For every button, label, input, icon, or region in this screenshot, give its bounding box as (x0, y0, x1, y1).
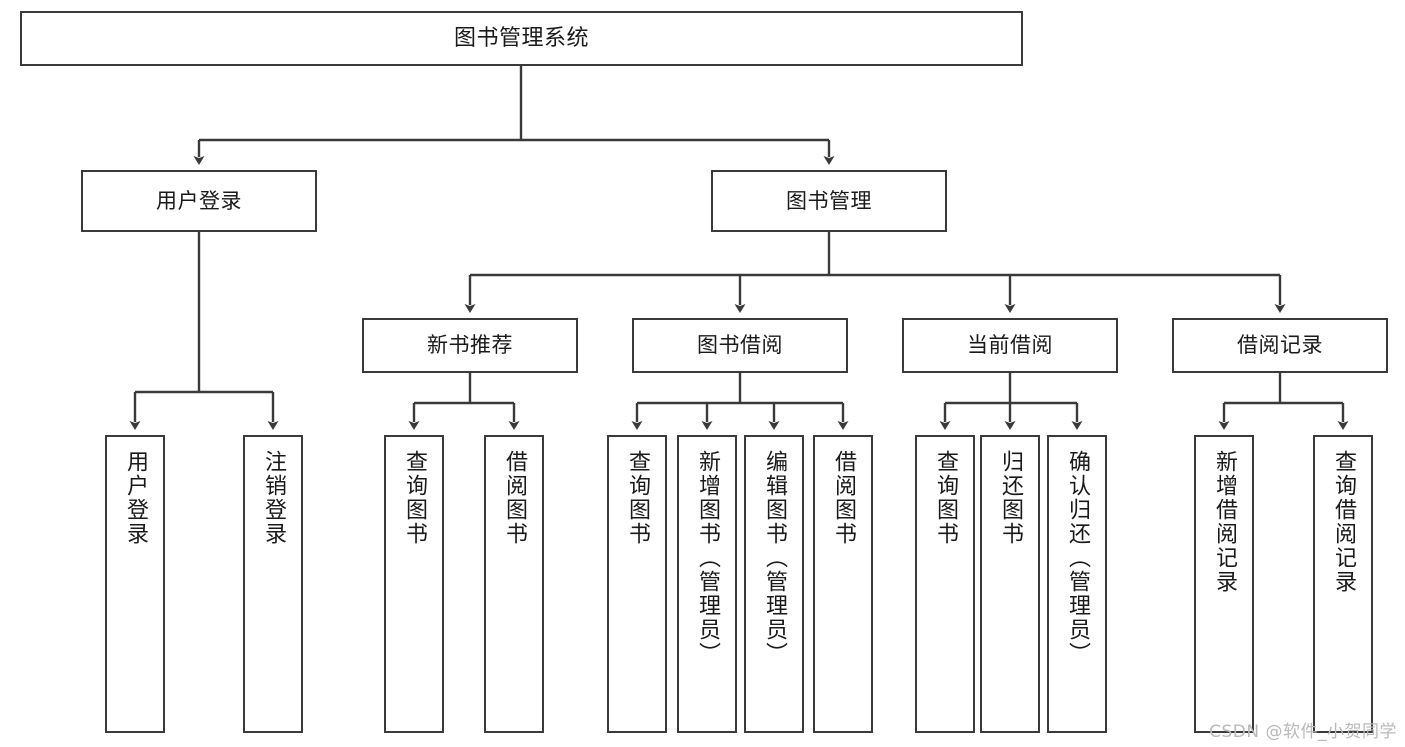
leaf-query-book-3-label: 查询图书 (933, 450, 958, 546)
leaf-borrow-book-1-label: 借阅图书 (502, 450, 527, 546)
leaf-query-book-3[interactable]: 查询图书 (915, 435, 975, 733)
node-user-login[interactable]: 用户登录 (81, 170, 317, 232)
leaf-add-book-label: 新增图书（管理员） (695, 450, 720, 666)
leaf-user-login[interactable]: 用户登录 (105, 435, 165, 733)
node-book-manage-label: 图书管理 (786, 188, 872, 213)
node-current-borrow[interactable]: 当前借阅 (902, 318, 1118, 373)
leaf-query-book-2[interactable]: 查询图书 (607, 435, 667, 733)
node-book-borrow-label: 图书借阅 (697, 333, 783, 358)
leaf-user-login-label: 用户登录 (123, 450, 148, 546)
node-root[interactable]: 图书管理系统 (20, 11, 1023, 66)
node-new-book-recommend-label: 新书推荐 (427, 333, 513, 358)
leaf-return-book[interactable]: 归还图书 (980, 435, 1040, 733)
leaf-add-record[interactable]: 新增借阅记录 (1194, 435, 1254, 733)
node-new-book-recommend[interactable]: 新书推荐 (362, 318, 578, 373)
leaf-logout-login[interactable]: 注销登录 (243, 435, 303, 733)
node-current-borrow-label: 当前借阅 (967, 333, 1053, 358)
leaf-query-record-label: 查询借阅记录 (1331, 450, 1356, 594)
leaf-query-record[interactable]: 查询借阅记录 (1313, 435, 1373, 733)
node-book-manage[interactable]: 图书管理 (711, 170, 947, 232)
leaf-return-book-label: 归还图书 (998, 450, 1023, 546)
node-user-login-label: 用户登录 (156, 188, 242, 213)
leaf-edit-book-label: 编辑图书（管理员） (762, 450, 787, 666)
node-book-borrow[interactable]: 图书借阅 (632, 318, 848, 373)
leaf-add-book[interactable]: 新增图书（管理员） (677, 435, 737, 733)
leaf-query-book-1-label: 查询图书 (402, 450, 427, 546)
leaf-confirm-return[interactable]: 确认归还（管理员） (1047, 435, 1107, 733)
leaf-query-book-2-label: 查询图书 (625, 450, 650, 546)
leaf-logout-login-label: 注销登录 (261, 450, 286, 546)
leaf-confirm-return-label: 确认归还（管理员） (1065, 450, 1090, 666)
leaf-query-book-1[interactable]: 查询图书 (384, 435, 444, 733)
node-root-label: 图书管理系统 (453, 25, 589, 51)
node-borrow-record[interactable]: 借阅记录 (1172, 318, 1388, 373)
leaf-edit-book[interactable]: 编辑图书（管理员） (744, 435, 804, 733)
node-borrow-record-label: 借阅记录 (1237, 333, 1323, 358)
leaf-add-record-label: 新增借阅记录 (1212, 450, 1237, 594)
leaf-borrow-book-2[interactable]: 借阅图书 (813, 435, 873, 733)
leaf-borrow-book-2-label: 借阅图书 (831, 450, 856, 546)
leaf-borrow-book-1[interactable]: 借阅图书 (484, 435, 544, 733)
watermark: CSDN @软件_小贺同学 (1209, 722, 1397, 742)
